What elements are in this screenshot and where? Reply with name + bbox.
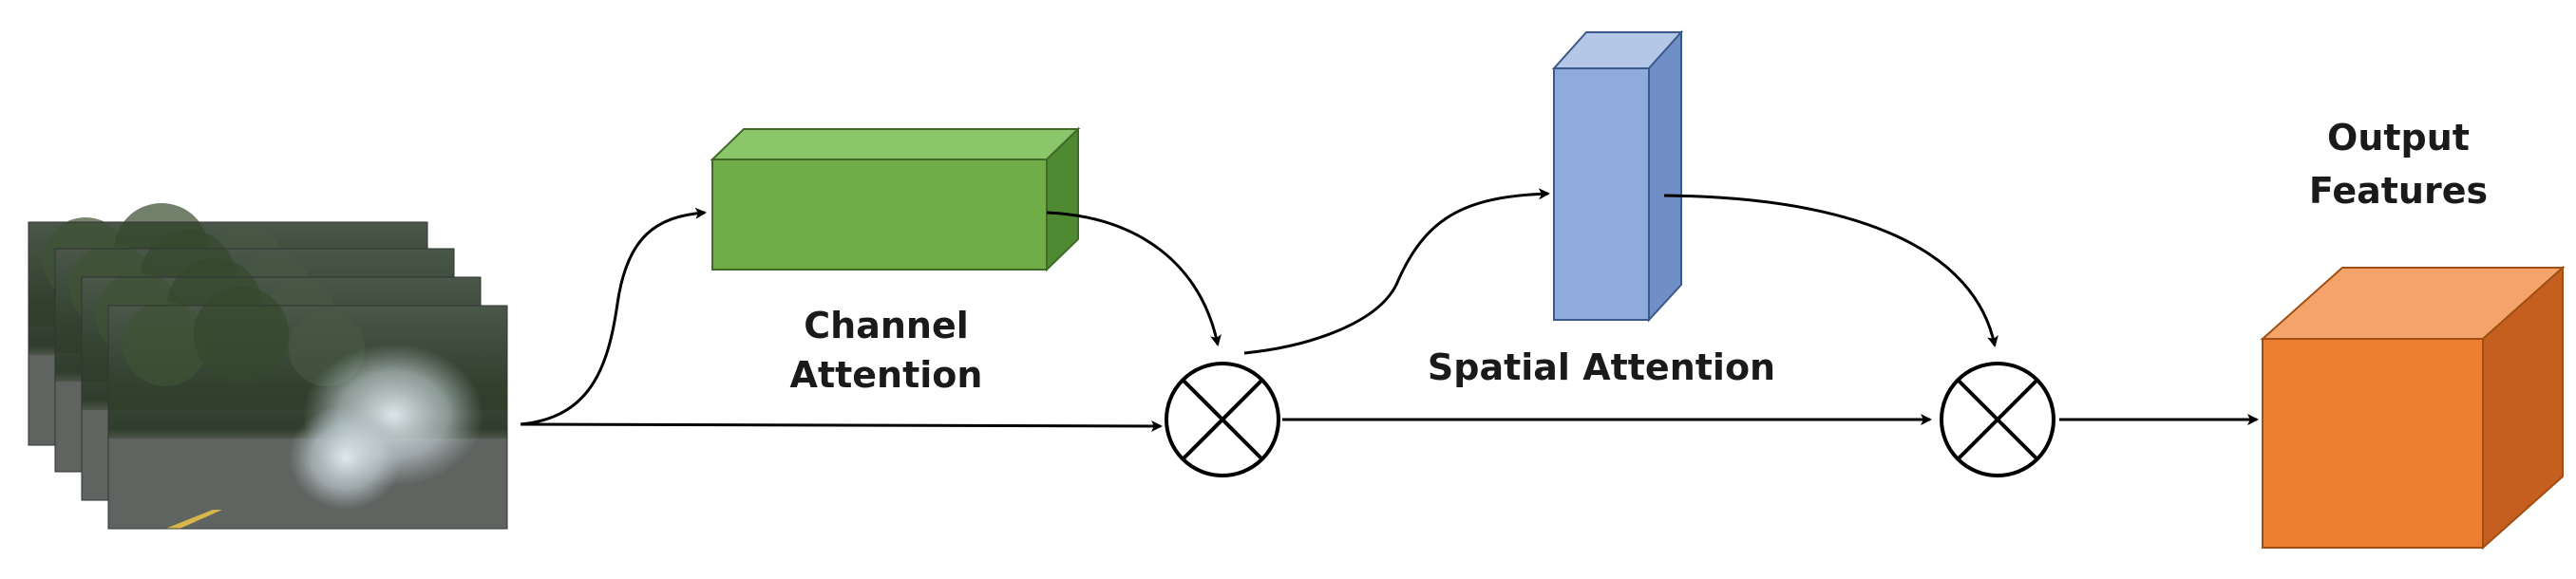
multiply-icon (1940, 362, 2055, 477)
input-frame-4 (107, 287, 508, 530)
multiply-icon (1165, 362, 1280, 477)
output-features-label-line2: Features (2309, 170, 2488, 212)
channel-attention-label-line2: Attention (790, 354, 983, 396)
connectors (520, 188, 2259, 432)
arrow-channel-to-multiply-1 (1046, 211, 1222, 346)
channel-attention-block (710, 126, 1081, 272)
spatial-attention-block (1551, 29, 1684, 323)
spatial-attention-label: Spatial Attention (1428, 346, 1775, 388)
output-cube-front (2262, 338, 2484, 549)
channel-attention-label-line1: Channel (804, 305, 969, 346)
channel-block-top (710, 128, 1081, 160)
output-features-label-line1: Output (2327, 117, 2470, 159)
channel-block-front (711, 159, 1048, 271)
arrow-spatial-to-multiply-2 (1663, 194, 1998, 347)
spatial-block-front (1553, 67, 1650, 321)
arrow-multiply-1-to-spatial (1243, 188, 1550, 355)
arrow-input-to-channel (520, 207, 707, 426)
output-features-cube (2260, 265, 2566, 551)
arrow-input-to-multiply-1 (520, 420, 1163, 432)
spatial-block-side (1648, 29, 1682, 323)
input-frame-stack (28, 203, 508, 530)
